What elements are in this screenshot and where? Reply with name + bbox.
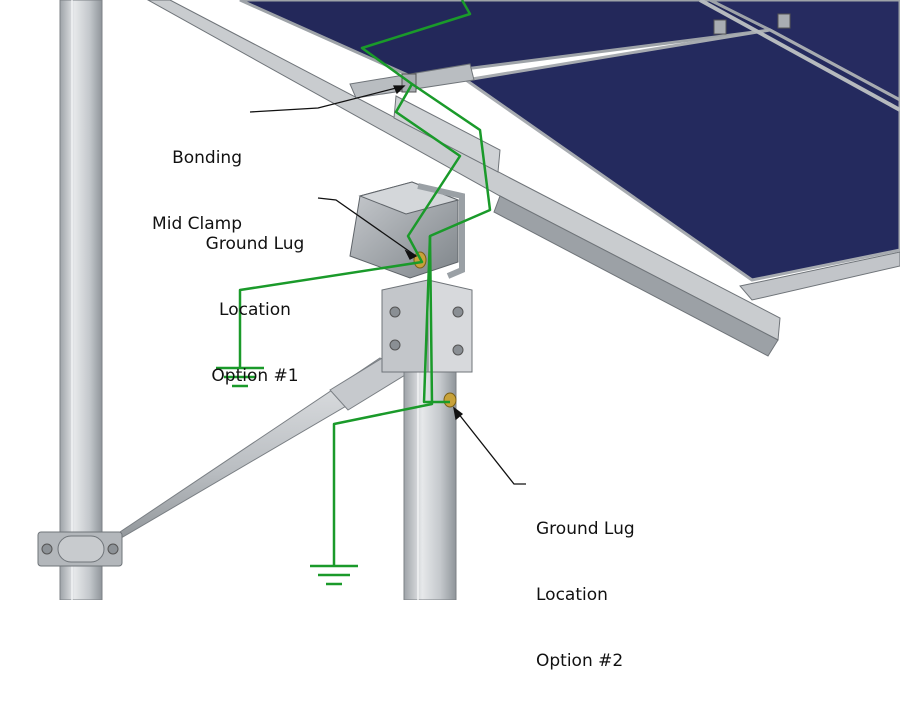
ground-lug-option-2-callout: Ground Lug Location Option #2 bbox=[536, 474, 666, 716]
mounting-rail bbox=[146, 0, 900, 357]
callout-line: Mid Clamp bbox=[152, 214, 242, 234]
callout-line: Ground Lug bbox=[205, 234, 305, 254]
leader-lug-1 bbox=[317, 197, 417, 257]
solar-mount-grounding-diagram: Bonding Mid Clamp Ground Lug Location Op… bbox=[37, 0, 900, 671]
bracket-bolt bbox=[389, 306, 401, 318]
left-pole bbox=[59, 0, 103, 600]
bracket-bolt bbox=[389, 339, 401, 351]
pole-clamp bbox=[37, 531, 123, 567]
pole-top-bracket bbox=[381, 279, 473, 373]
leader-lug-1-arrowhead bbox=[404, 249, 418, 260]
callout-line: Option #2 bbox=[536, 651, 624, 671]
clamp-bolt-right bbox=[107, 543, 119, 555]
bracket-bolt bbox=[452, 344, 464, 356]
solar-panel-right bbox=[709, 0, 900, 102]
bracket-bolt bbox=[452, 306, 464, 318]
leader-mid-clamp bbox=[249, 85, 405, 113]
earth-ground-symbol-right bbox=[310, 564, 358, 586]
solar-panel-lower bbox=[462, 28, 900, 282]
callout-line: Ground Lug bbox=[536, 519, 635, 539]
leader-mid-clamp-arrowhead bbox=[393, 85, 406, 95]
earth-ground-symbol-left bbox=[216, 366, 264, 388]
callout-line: Location bbox=[219, 300, 291, 320]
ground-lug-option-1-callout: Ground Lug Location Option #1 bbox=[196, 189, 314, 431]
ground-lug-option-2 bbox=[443, 392, 457, 408]
diagram-canvas bbox=[37, 0, 900, 600]
leader-lug-2 bbox=[453, 407, 526, 485]
callout-line: Location bbox=[536, 585, 608, 605]
bonding-mid-clamp-callout: Bonding Mid Clamp bbox=[136, 103, 242, 279]
clamp-bolt-left bbox=[41, 543, 53, 555]
ground-wire bbox=[238, 0, 492, 566]
leader-lines bbox=[249, 85, 526, 485]
callout-line: Option #1 bbox=[211, 366, 299, 386]
leader-lug-2-arrowhead bbox=[453, 406, 464, 421]
main-pole bbox=[403, 349, 457, 600]
callout-line: Bonding bbox=[172, 148, 242, 168]
